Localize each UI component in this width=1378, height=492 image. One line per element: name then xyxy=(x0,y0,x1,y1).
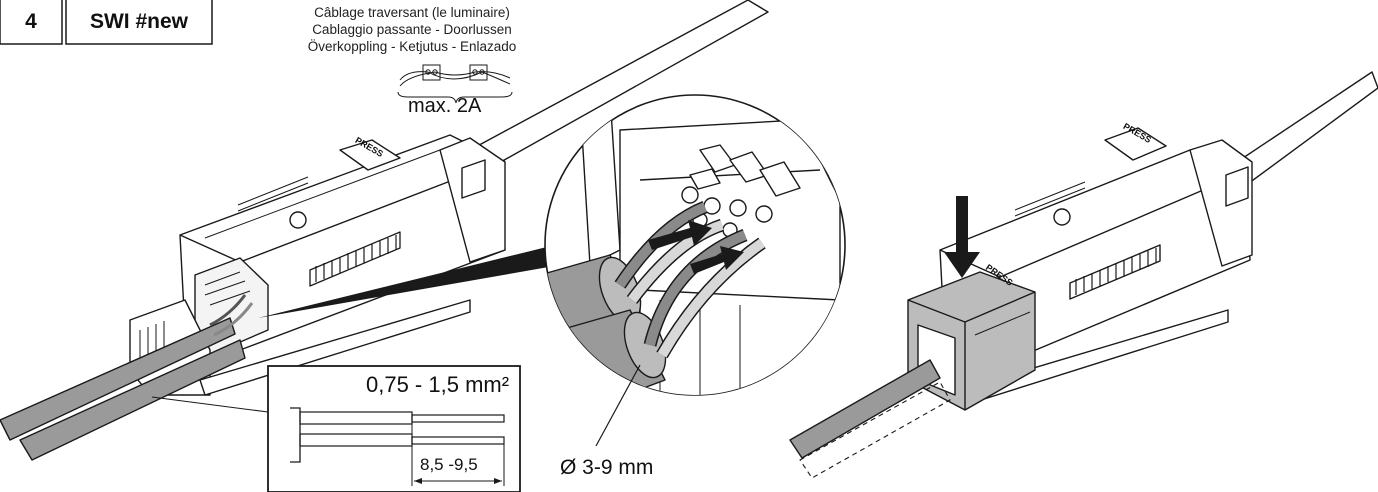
max-current-label: max. 2A xyxy=(408,95,482,117)
product-code: SWI #new xyxy=(89,10,189,33)
wiring-note-line-2: Cablaggio passante - Doorlussen xyxy=(312,22,512,37)
terminal-symbol-icon xyxy=(397,64,513,104)
insert-arrow-icon xyxy=(648,220,744,274)
right-device xyxy=(789,71,1378,479)
strip-length: 8,5 -9,5 xyxy=(420,455,478,474)
wiring-note-line-3: Överkoppling - Ketjutus - Enlazado xyxy=(307,39,517,54)
zoom-leader xyxy=(258,245,560,318)
down-arrow-icon xyxy=(944,196,980,278)
cable-diameter-label: Ø 3-9 mm xyxy=(560,456,654,479)
diameter-leader xyxy=(595,364,641,447)
wire-cross-section: 0,75 - 1,5 mm² xyxy=(366,372,510,397)
wire-spec-box xyxy=(151,365,521,492)
dimension-arrow-icon xyxy=(414,478,502,484)
wiring-note-line-1: Câblage traversant (le luminaire) xyxy=(314,5,510,20)
header-boxes xyxy=(0,0,213,45)
zoom-detail xyxy=(544,94,846,396)
step-number: 4 xyxy=(25,10,37,33)
